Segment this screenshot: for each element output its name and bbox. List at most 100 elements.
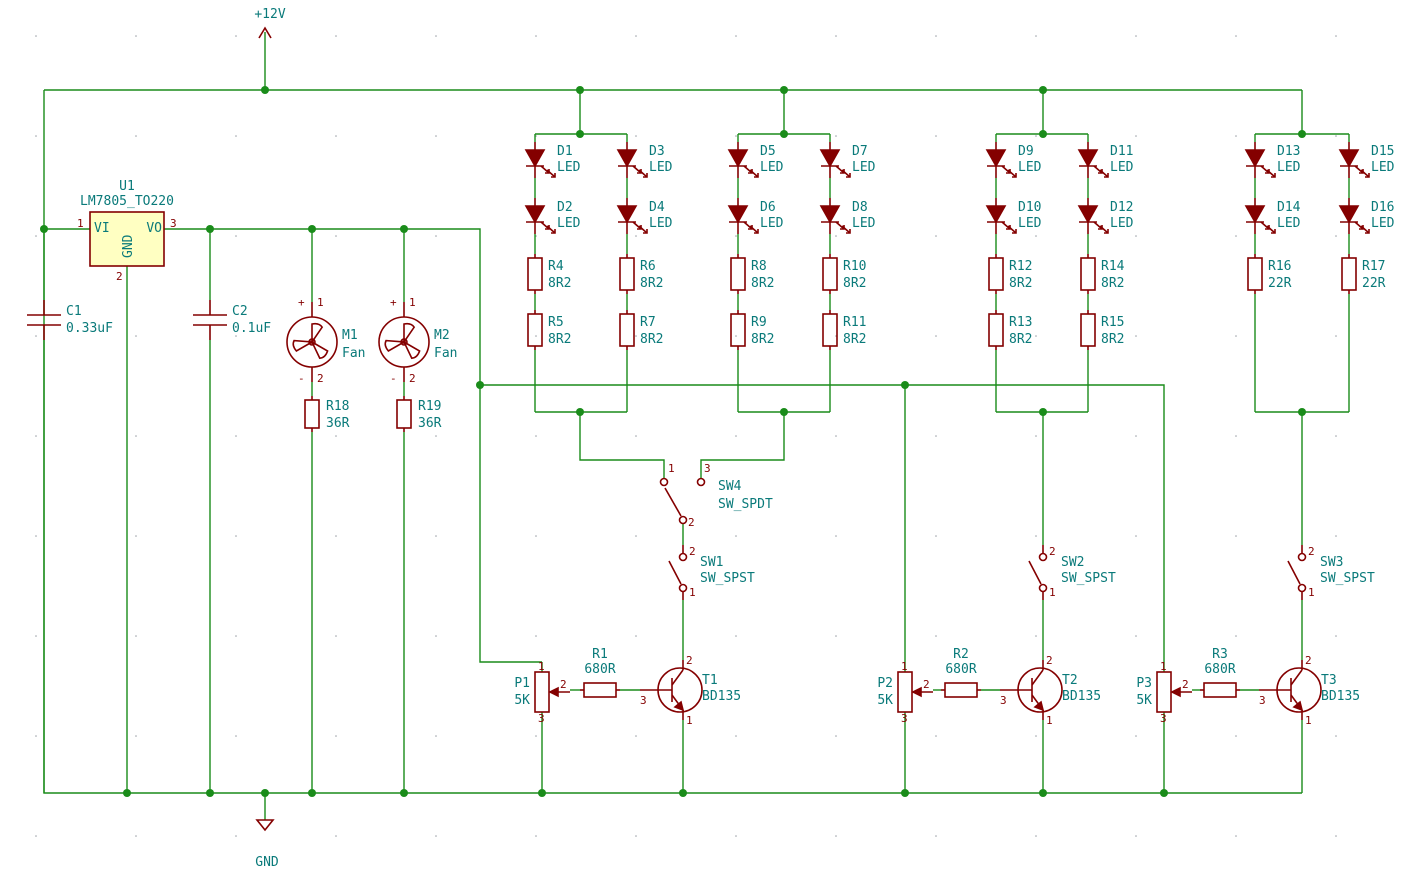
- junction-dot: [1039, 789, 1047, 797]
- grid-dot: [735, 335, 737, 337]
- led-triangle: [616, 149, 638, 168]
- resistor-ref: R3: [1212, 647, 1228, 662]
- led-arrowhead: [1365, 229, 1370, 234]
- junction-dot: [780, 130, 788, 138]
- transistor-pin1: 1: [1046, 714, 1053, 727]
- grid-dot: [235, 235, 237, 237]
- led-arrowhead: [754, 173, 759, 178]
- grid-dot: [1235, 435, 1237, 437]
- led-arrow: [540, 165, 550, 174]
- junction-dot: [40, 225, 48, 233]
- resistor-body: [527, 257, 543, 291]
- grid-dot: [1135, 535, 1137, 537]
- grid-dot: [635, 135, 637, 137]
- grid-dot: [435, 535, 437, 537]
- resistor-value: 8R2: [1101, 332, 1124, 347]
- led-ref: D4: [649, 200, 665, 215]
- resistor-value: 36R: [326, 416, 350, 431]
- grid-dot: [835, 735, 837, 737]
- grid-dot: [635, 835, 637, 837]
- led-arrow: [1266, 225, 1276, 234]
- resistor-value: 8R2: [751, 332, 774, 347]
- pot-pin2: 2: [1182, 678, 1189, 691]
- grid-dot: [1335, 635, 1337, 637]
- led-triangle: [819, 205, 841, 224]
- fan-plus: +: [298, 296, 305, 309]
- resistor-value: 22R: [1268, 276, 1292, 291]
- resistor-ref: R2: [953, 647, 969, 662]
- led-arrowhead: [748, 225, 753, 230]
- pot-wiper-arrow: [548, 686, 559, 698]
- pot-pin2: 2: [560, 678, 567, 691]
- grid-dot: [1335, 235, 1337, 237]
- fan-blade: [310, 340, 329, 360]
- junction-dot: [538, 789, 546, 797]
- switch-pin1: 1: [689, 586, 696, 599]
- grid-dot: [635, 335, 637, 337]
- fan-pin1: 1: [409, 296, 416, 309]
- led-triangle: [1077, 205, 1099, 224]
- led-ref: D14: [1277, 200, 1301, 215]
- grid-dot: [435, 835, 437, 837]
- cap-ref: C1: [66, 304, 82, 319]
- grid-dot: [735, 835, 737, 837]
- grid-dot: [335, 735, 337, 737]
- led-value: LED: [1371, 160, 1395, 175]
- led-arrowhead: [840, 169, 845, 174]
- grid-dot: [735, 735, 737, 737]
- led-arrowhead: [1104, 173, 1109, 178]
- grid-dot: [335, 835, 337, 837]
- led-arrowhead: [1012, 229, 1017, 234]
- led-arrow: [841, 225, 851, 234]
- junction-dot: [1039, 86, 1047, 94]
- fan-ref: M1: [342, 328, 358, 343]
- led-value: LED: [1277, 160, 1301, 175]
- led-triangle: [524, 149, 546, 168]
- resistor-body: [1080, 313, 1096, 347]
- grid-dot: [35, 635, 37, 637]
- fan-pin1: 1: [317, 296, 324, 309]
- grid-dot: [935, 835, 937, 837]
- switch-contact: [1297, 583, 1307, 593]
- resistor-body: [988, 257, 1004, 291]
- grid-dot: [35, 35, 37, 37]
- grid-dot: [935, 135, 937, 137]
- led-ref: D7: [852, 144, 868, 159]
- resistor-value: 22R: [1362, 276, 1386, 291]
- led-value: LED: [649, 160, 673, 175]
- resistor-ref: R7: [640, 315, 656, 330]
- grid-dot: [235, 835, 237, 837]
- pot-value: 5K: [877, 693, 893, 708]
- led-arrow: [1093, 221, 1103, 230]
- grid-dot: [535, 535, 537, 537]
- grid-dot: [135, 835, 137, 837]
- led-arrow: [749, 169, 759, 178]
- junction-dot: [780, 86, 788, 94]
- resistor-value: 36R: [418, 416, 442, 431]
- cap-value: 0.1uF: [232, 321, 271, 336]
- grid-dot: [1335, 335, 1337, 337]
- led-arrowhead: [1359, 169, 1364, 174]
- grid-dot: [835, 535, 837, 537]
- transistor-collector: [671, 669, 684, 686]
- transistor-value: BD135: [1321, 689, 1360, 704]
- led-arrowhead: [1271, 173, 1276, 178]
- pot-pin1: 1: [901, 660, 908, 673]
- led-value: LED: [852, 216, 876, 231]
- grid-dot: [435, 35, 437, 37]
- pot-wiper-arrow: [1170, 686, 1181, 698]
- led-arrow: [1354, 221, 1364, 230]
- junction-dot: [679, 789, 687, 797]
- grid-dot: [435, 135, 437, 137]
- junction-dot: [123, 789, 131, 797]
- grid-dot: [135, 135, 137, 137]
- led-arrowhead: [545, 169, 550, 174]
- led-arrow: [1354, 165, 1364, 174]
- regulator-pin1: 1: [77, 217, 84, 230]
- led-value: LED: [1018, 160, 1042, 175]
- led-arrowhead: [748, 169, 753, 174]
- transistor-pin3: 3: [640, 694, 647, 707]
- led-arrow: [1266, 169, 1276, 178]
- junction-dot: [576, 86, 584, 94]
- led-arrow: [1360, 169, 1370, 178]
